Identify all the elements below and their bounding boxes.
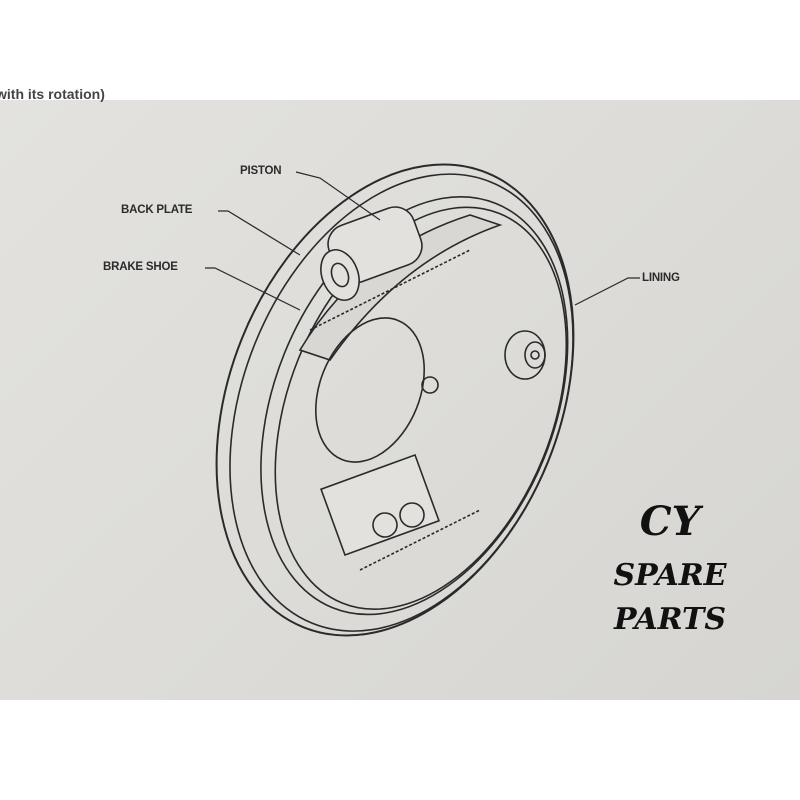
lower-anchor [320,453,481,571]
watermark-cy: CY [639,498,701,545]
back-plate [215,163,575,637]
leader-lines [205,171,640,311]
label-piston: PISTON [240,165,282,177]
watermark-parts: PARTS [613,602,727,637]
bolt-hole [421,376,439,394]
caption-fragment: with its rotation) [0,86,105,102]
diagram-photo [0,100,800,700]
label-lining: LINING [642,272,680,284]
hub-hole [314,317,426,463]
watermark-spare: SPARE [613,558,727,593]
label-brake-shoe: BRAKE SHOE [103,261,178,273]
label-back-plate: BACK PLATE [121,204,193,216]
piston [320,206,423,301]
adjuster-wheel [504,330,546,380]
